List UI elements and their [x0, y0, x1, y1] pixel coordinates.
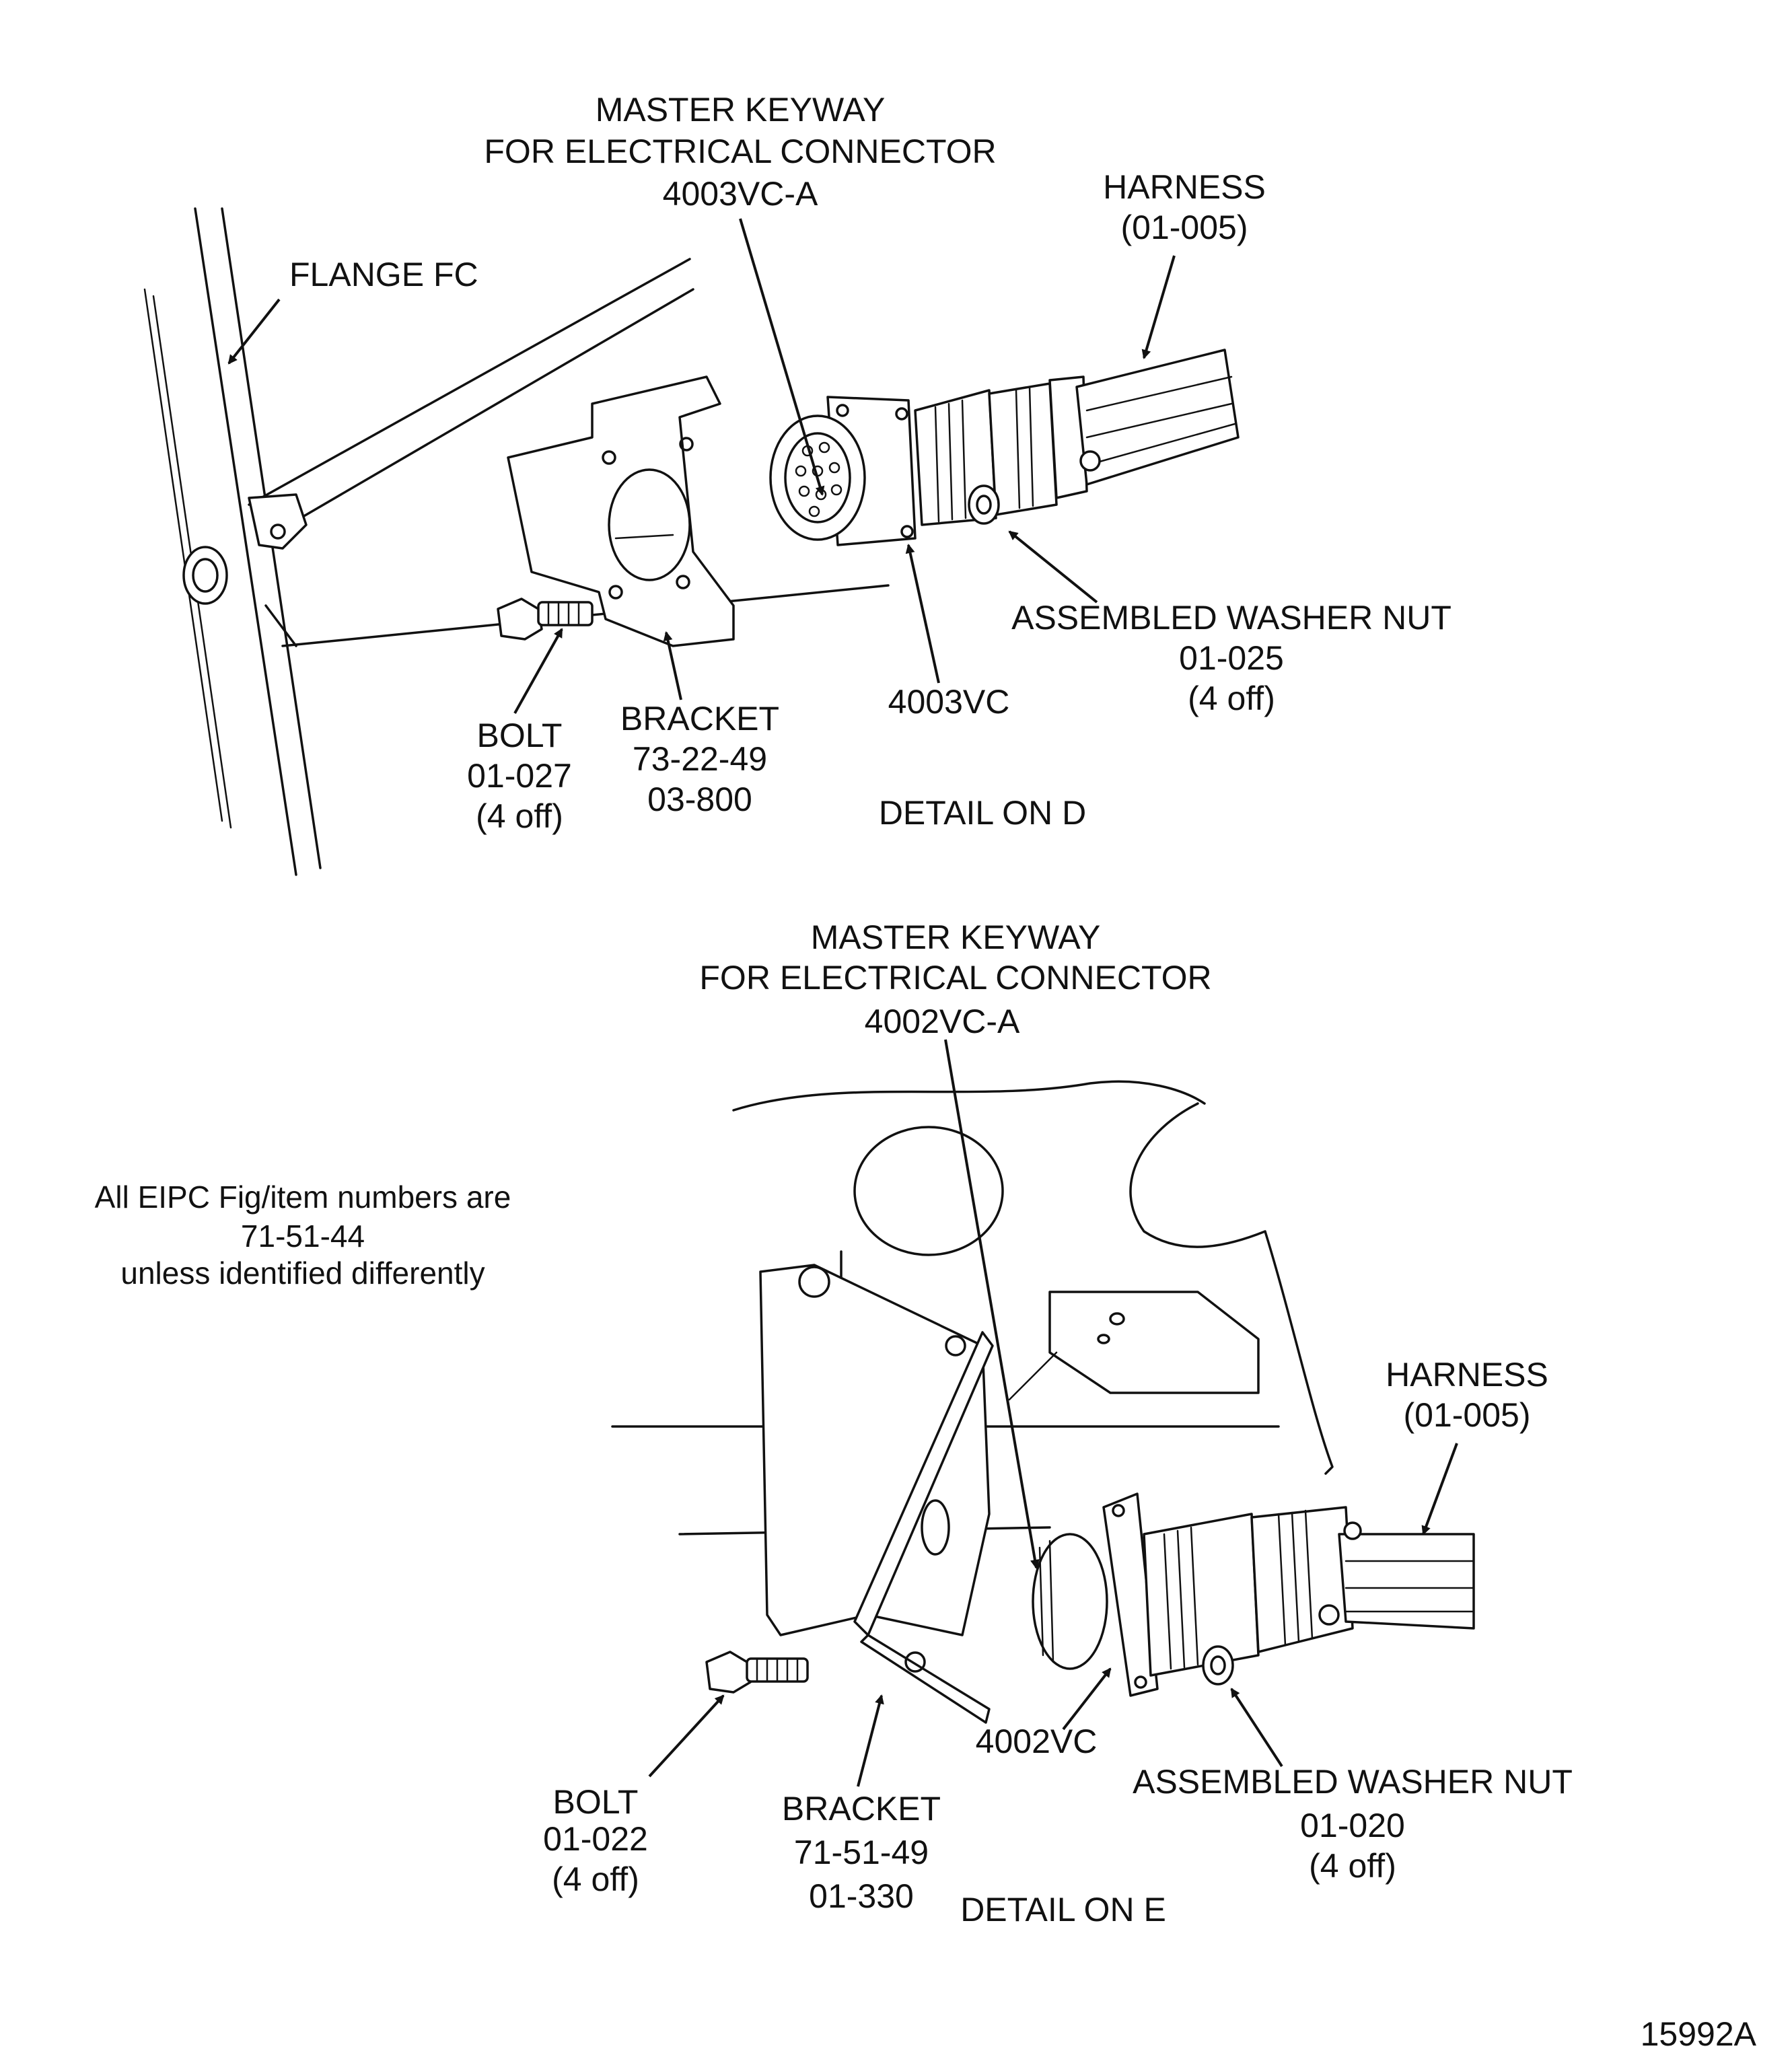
- washer-nut-d-shape: [968, 484, 1000, 525]
- detail-d-labels: MASTER KEYWAY FOR ELECTRICAL CONNECTOR 4…: [227, 91, 1451, 835]
- connector-4002vc-leader: [1062, 1667, 1112, 1731]
- keyway-e-leader: [944, 1039, 1040, 1569]
- bracket-e-ref1: 71-51-49: [794, 1834, 929, 1871]
- bolt-e-leader: [648, 1694, 725, 1778]
- strut-shape: [248, 258, 890, 647]
- bolt-d-qty: (4 off): [476, 797, 563, 835]
- detail-d-caption: DETAIL ON D: [879, 794, 1086, 832]
- flange-fc-shape: [143, 207, 322, 876]
- harness-d-leader: [1141, 255, 1176, 359]
- bracket-e-leader: [857, 1694, 884, 1787]
- keyway-e-part: 4002VC-A: [865, 1003, 1020, 1040]
- washer-nut-e-shape: [1202, 1645, 1234, 1686]
- bracket-e-label: BRACKET: [782, 1790, 941, 1828]
- connector-4003vc-leader: [905, 544, 940, 684]
- bracket-d-ref2: 03-800: [647, 781, 752, 818]
- bolt-d-label: BOLT: [477, 717, 563, 754]
- washer-nut-d-label: ASSEMBLED WASHER NUT: [1011, 599, 1451, 637]
- clip-bracket-e: [1008, 1291, 1260, 1401]
- harness-e-ref: (01-005): [1404, 1396, 1531, 1434]
- keyway-d-line2: FOR ELECTRICAL CONNECTOR: [484, 133, 996, 170]
- note-line1: All EIPC Fig/item numbers are: [95, 1180, 511, 1215]
- bolt-d-leader: [513, 628, 563, 714]
- keyway-d-part: 4003VC-A: [663, 175, 818, 213]
- flange-knob: [182, 546, 228, 605]
- eipc-note: All EIPC Fig/item numbers are 71-51-44 u…: [95, 1180, 511, 1291]
- figure-id: 15992A: [1641, 2015, 1757, 2053]
- keyway-d-line1: MASTER KEYWAY: [596, 91, 886, 129]
- bracket-e-ref2: 01-330: [809, 1877, 914, 1915]
- bracket-d-label: BRACKET: [620, 700, 779, 737]
- washer-nut-e-qty: (4 off): [1309, 1847, 1396, 1885]
- bracket-d-leader: [663, 631, 682, 700]
- washer-nut-d-qty: (4 off): [1188, 680, 1275, 717]
- bracket-e-shape: [759, 1264, 994, 1724]
- washer-nut-e-ref: 01-020: [1300, 1807, 1405, 1844]
- detail-e-labels: MASTER KEYWAY FOR ELECTRICAL CONNECTOR 4…: [543, 918, 1573, 1928]
- connector-4002vc-label: 4002VC: [976, 1723, 1098, 1760]
- detail-e-caption: DETAIL ON E: [960, 1891, 1166, 1928]
- washer-nut-e-leader: [1230, 1688, 1283, 1768]
- bracket-d-ref1: 73-22-49: [633, 740, 767, 778]
- detail-e-drawing: [611, 1080, 1475, 1724]
- keyway-d-leader: [739, 218, 825, 496]
- connector-pins: [795, 441, 843, 517]
- bracket-d-shape: [507, 375, 735, 647]
- flange-fc-leader: [227, 298, 281, 365]
- harness-e-label: HARNESS: [1386, 1356, 1548, 1394]
- bolt-e-ref: 01-022: [543, 1820, 648, 1858]
- harness-e-shape: [1318, 1521, 1475, 1630]
- keyway-e-line1: MASTER KEYWAY: [811, 918, 1101, 956]
- bolt-e-shape: [705, 1651, 809, 1694]
- washer-nut-e-label: ASSEMBLED WASHER NUT: [1133, 1763, 1573, 1801]
- bolt-d-ref: 01-027: [467, 757, 572, 795]
- flange-fc-label: FLANGE FC: [289, 256, 478, 293]
- note-line3: unless identified differently: [120, 1256, 485, 1291]
- bolt-d-shape: [497, 598, 594, 641]
- harness-d-label: HARNESS: [1103, 168, 1266, 206]
- bolt-e-qty: (4 off): [552, 1860, 639, 1898]
- connector-4003vc-label: 4003VC: [888, 683, 1010, 721]
- harness-d-ref: (01-005): [1121, 209, 1248, 246]
- bolt-e-label: BOLT: [553, 1783, 639, 1821]
- washer-nut-d-ref: 01-025: [1179, 639, 1284, 677]
- note-line2: 71-51-44: [241, 1219, 365, 1254]
- harness-e-leader: [1421, 1443, 1458, 1535]
- harness-d-shape: [1075, 349, 1240, 486]
- connector-4003vc-shape: [769, 375, 1088, 546]
- connector-4002vc-shape: [1032, 1492, 1354, 1697]
- keyway-e-line2: FOR ELECTRICAL CONNECTOR: [699, 959, 1211, 997]
- washer-nut-d-leader: [1008, 530, 1098, 604]
